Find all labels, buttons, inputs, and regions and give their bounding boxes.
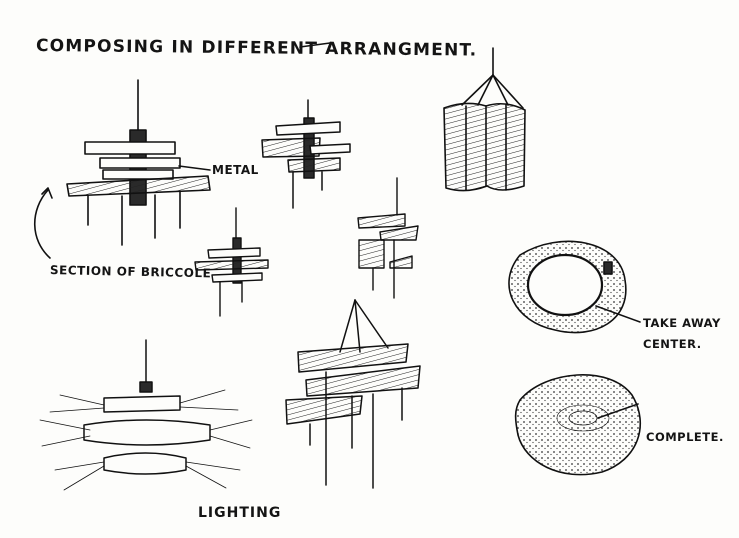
metal-label: METAL [212,163,259,177]
lighting-label: LIGHTING [198,505,282,521]
sketch-small-stack [194,207,269,317]
title-strike-mark [299,42,331,48]
sketch-complete-slice [514,374,641,476]
sketch-stacked-planks [261,99,351,209]
sketch-tall-pendant [285,299,421,489]
take-away-center-label: TAKE AWAY CENTER. [643,313,721,355]
sketch-briccole-section [33,79,211,259]
take-away-line-1: TAKE AWAY [643,316,721,330]
sketch-pole-bundle [443,47,526,192]
complete-label: COMPLETE. [646,430,724,444]
take-away-line-2: CENTER. [643,337,702,351]
sketch-lighting-pendant [39,339,253,491]
sketch-hanging-plates [357,177,419,299]
sketch-ring-hollow [508,240,641,334]
